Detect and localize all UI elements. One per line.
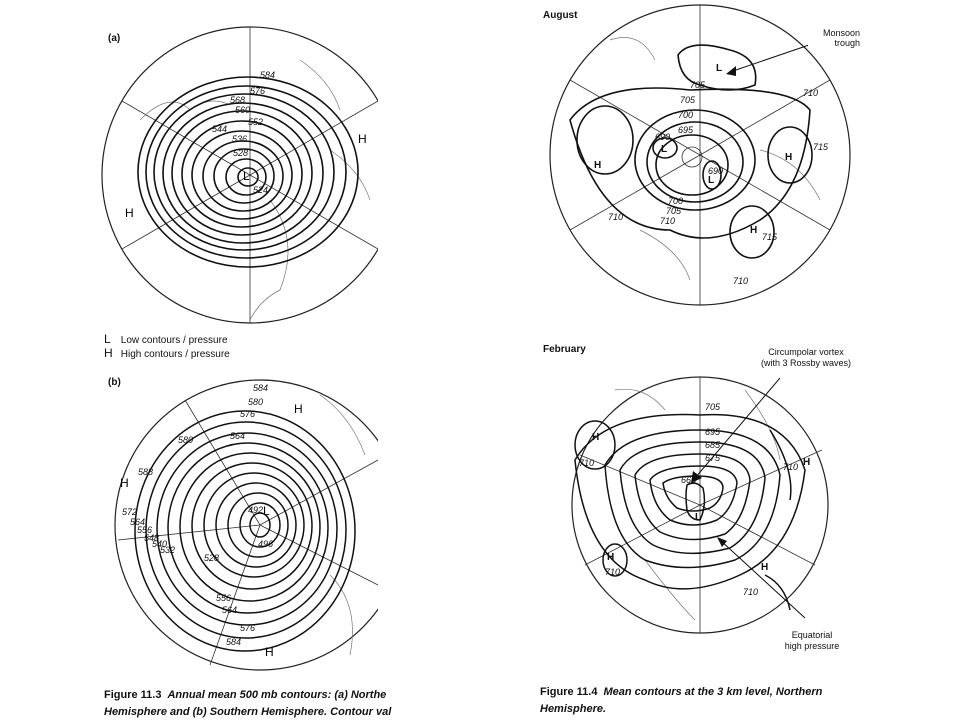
contour-label: 572: [122, 507, 137, 517]
contour-label: 564: [230, 431, 245, 441]
panel-a-label: (a): [108, 33, 121, 44]
contour-label: 544: [212, 124, 227, 134]
contour-label: 564: [222, 605, 237, 615]
high-marker: H: [125, 206, 134, 220]
contour-label: 690: [708, 166, 723, 176]
contour-label: 524: [253, 185, 268, 195]
legend-low-text: Low contours / pressure: [120, 335, 228, 346]
contour-label: 710: [803, 88, 818, 98]
contour-label: 584: [253, 383, 268, 393]
caption-line2: Hemisphere and (b) Southern Hemisphere. …: [104, 706, 392, 718]
panel-a-map: 584 576 568 560 552 544 536 528 524 L H …: [101, 26, 378, 324]
contour-label: 705: [666, 206, 682, 216]
high-marker: H: [294, 402, 303, 416]
legend-high-symbol: H: [104, 346, 113, 360]
meridians: [121, 27, 378, 323]
contour-label: 548: [144, 533, 159, 543]
contour-label: 496: [258, 539, 273, 549]
high-marker: H: [750, 225, 757, 236]
contour-label: 528: [204, 553, 219, 563]
low-marker: L: [263, 504, 270, 518]
august-map: 705 710 705 700 695 690 690 700 705 710 …: [549, 4, 851, 306]
legend-high-text: High contours / pressure: [120, 349, 230, 360]
contour-label: 584: [226, 637, 241, 647]
contour-label: 700: [678, 110, 693, 120]
contour-label: 695: [678, 125, 694, 135]
caption-line1: Annual mean 500 mb contours: (a) Northe: [167, 689, 387, 701]
contour-label: 556: [216, 593, 231, 603]
contour-label: 715: [813, 142, 829, 152]
legend-high: H High contours / pressure: [104, 346, 230, 360]
august-title: August: [543, 10, 578, 21]
caption-number: Figure 11.4: [540, 686, 598, 698]
panel-b-map: 584 580 576 564 580 588 572 564 556 548 …: [114, 379, 378, 671]
contour-label: 665: [681, 475, 697, 485]
high-marker: H: [592, 432, 599, 443]
contour-label: 540: [152, 539, 167, 549]
panel-b-label: (b): [108, 377, 121, 388]
circumpolar-annotation: Circumpolar vortex (with 3 Rossby waves): [760, 347, 852, 369]
contour-label: 492: [248, 505, 263, 515]
contour-label: 685: [705, 440, 721, 450]
low-marker: L: [661, 144, 667, 155]
contour-label: 710: [743, 587, 758, 597]
contour-label: 552: [248, 117, 263, 127]
contour-label: 568: [230, 95, 245, 105]
high-marker: H: [120, 476, 129, 490]
contour-label: 532: [160, 545, 175, 555]
contour-label: 576: [250, 86, 265, 96]
contour-label: 710: [783, 462, 798, 472]
caption-11-3: Figure 11.3 Annual mean 500 mb contours: …: [104, 687, 392, 721]
contour-label: 580: [178, 435, 193, 445]
high-marker: H: [358, 132, 367, 146]
high-marker: H: [594, 160, 601, 171]
contours: [137, 76, 359, 268]
equatorial-annotation: Equatorial high pressure: [782, 630, 842, 652]
contour-label: 715: [762, 232, 778, 242]
low-marker: L: [243, 169, 250, 183]
contour-label: 710: [605, 567, 620, 577]
high-marker: H: [803, 457, 810, 468]
contour-label: 564: [130, 517, 145, 527]
contour-label: 695: [705, 427, 721, 437]
high-marker: H: [761, 562, 768, 573]
february-title: February: [543, 344, 586, 355]
contour-label: 710: [733, 276, 748, 286]
contour-label: 528: [233, 148, 248, 158]
contour-label: 705: [705, 402, 721, 412]
contour-label: 584: [260, 70, 275, 80]
contour-label: 705: [680, 95, 696, 105]
low-marker: L: [708, 175, 714, 186]
legend-low: L Low contours / pressure: [104, 332, 228, 346]
contour-label: 580: [248, 397, 263, 407]
high-marker: H: [785, 152, 792, 163]
contour-label: 675: [705, 453, 721, 463]
caption-line2: Hemisphere.: [540, 703, 607, 715]
low-marker: L: [716, 63, 722, 74]
contour-label: 705: [690, 80, 706, 90]
contour-label: 710: [579, 458, 594, 468]
contour-label: 576: [240, 409, 255, 419]
contour-label: 700: [668, 196, 683, 206]
monsoon-annotation: Monsoon trough: [808, 28, 860, 48]
contour-label: 588: [138, 467, 153, 477]
contour-label: 556: [137, 525, 152, 535]
caption-number: Figure 11.3: [104, 689, 162, 701]
contour-label: 560: [235, 105, 250, 115]
low-marker: L: [695, 512, 701, 523]
contour-label: 536: [232, 134, 247, 144]
contour-label: 710: [660, 216, 675, 226]
caption-line1: Mean contours at the 3 km level, Norther…: [603, 686, 823, 698]
contour-label: 576: [240, 623, 255, 633]
legend-low-symbol: L: [104, 332, 111, 346]
contour-label: 710: [608, 212, 623, 222]
contour-label: 690: [655, 132, 670, 142]
high-marker: H: [265, 645, 274, 659]
caption-11-4: Figure 11.4 Mean contours at the 3 km lev…: [540, 684, 860, 718]
february-map: 705 695 685 675 665 710 710 710 710 H H …: [571, 376, 829, 634]
high-marker: H: [607, 552, 614, 563]
